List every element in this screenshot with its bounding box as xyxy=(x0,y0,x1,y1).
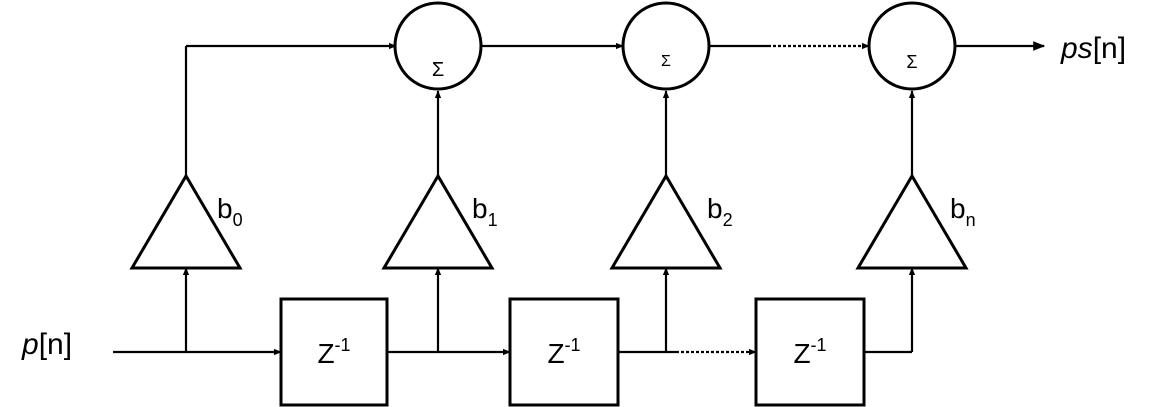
coefficient-b1-label: b1 xyxy=(472,193,498,230)
coefficient-bn-label: bn xyxy=(950,193,976,230)
delay-n-label: Z-1 xyxy=(793,335,826,369)
summer-1-symbol: Σ xyxy=(432,59,444,81)
gain-triangle-n xyxy=(855,173,969,270)
delay-1-label: Z-1 xyxy=(317,335,350,369)
coefficient-b0-label: b0 xyxy=(217,193,243,230)
coefficient-b2-label: b2 xyxy=(707,193,733,230)
delay-block-2: Z-1 xyxy=(508,297,620,407)
gain-triangle-2 xyxy=(609,173,723,270)
delay-2-label: Z-1 xyxy=(547,335,580,369)
summer-2: Σ xyxy=(621,1,711,91)
gain-triangle-0 xyxy=(129,173,243,270)
output-signal-label: ps[n] xyxy=(1060,32,1126,65)
delay-block-n: Z-1 xyxy=(754,297,866,407)
summer-1: Σ xyxy=(393,1,483,91)
input-signal-label: p[n] xyxy=(21,328,72,361)
summer-n: Σ xyxy=(867,1,957,91)
gain-triangle-1 xyxy=(381,173,495,270)
summer-2-symbol: Σ xyxy=(661,53,671,70)
summer-n-symbol: Σ xyxy=(906,52,917,72)
delay-block-1: Z-1 xyxy=(279,297,389,407)
